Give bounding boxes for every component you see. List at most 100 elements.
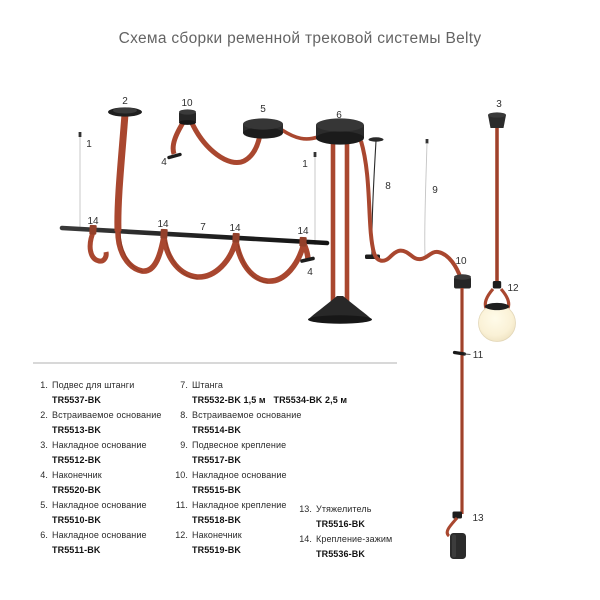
callout-9: 9 (432, 185, 438, 196)
callout-10-top: 10 (181, 98, 193, 109)
legend-item-2: 2. Встраиваемое основание TR5513-BK (33, 408, 173, 437)
item-number: 11. (175, 500, 188, 510)
item-name: Наконечник (192, 530, 242, 540)
cone-shade (308, 296, 372, 324)
legend-column-1: 1. Подвес для штанги TR5537-BK 2. Встраи… (33, 378, 173, 558)
legend-item-3: 3. Накладное основание TR5512-BK (33, 438, 173, 467)
track-rod (59, 225, 330, 246)
legend-column-3: 13. Утяжелитель TR5516-BK 14. Крепление-… (294, 502, 434, 562)
item-code: TR5537-BK (52, 394, 101, 405)
item-number: 14. (299, 534, 312, 544)
item-number: 7. (180, 380, 188, 390)
callout-1-left: 1 (86, 139, 92, 150)
item-number: 9. (180, 440, 188, 450)
item-code: TR5516-BK (316, 518, 365, 529)
item-name: Накладное крепление (192, 500, 287, 510)
legend-item-9: 9. Подвесное крепление TR5517-BK (169, 438, 369, 467)
item-number: 3. (40, 440, 48, 450)
item-name: Накладное основание (52, 440, 147, 450)
callout-11: 11 (473, 350, 484, 361)
canopy-3 (488, 112, 506, 128)
item-code: TR5518-BK (192, 514, 241, 525)
legend-item-1: 1. Подвес для штанги TR5537-BK (33, 378, 173, 407)
belt-canopy6-straps (330, 140, 463, 301)
callout-13: 13 (472, 513, 484, 524)
belt-clamps-on-rod (89, 224, 307, 247)
item-name: Встраиваемое основание (192, 410, 302, 420)
pendant-wire-9 (424, 139, 429, 256)
item-code: TR5515-BK (192, 484, 241, 495)
callout-4-rod: 4 (307, 267, 313, 278)
clamp-13-and-weight (445, 511, 466, 559)
item-number: 8. (180, 410, 188, 420)
item-code: TR5517-BK (192, 454, 241, 465)
canopy-5 (243, 118, 283, 139)
callout-14-a: 14 (87, 216, 99, 227)
rod-hanger-wire-left (78, 132, 82, 229)
canopy-10-top (179, 109, 196, 125)
item-code: TR5532-BK 1,5 м TR5534-BK 2,5 м (192, 394, 348, 405)
item-code: TR5513-BK (52, 424, 101, 435)
item-number: 4. (40, 470, 48, 480)
page-title: Схема сборки ременной трековой системы B… (118, 30, 482, 47)
item-name: Утяжелитель (316, 504, 372, 514)
item-code: TR5536-BK (316, 548, 365, 559)
callout-14-d: 14 (297, 226, 309, 237)
legend-item-6: 6. Накладное основание TR5511-BK (33, 528, 173, 557)
callout-7: 7 (200, 222, 206, 233)
item-number: 2. (40, 410, 48, 420)
legend-item-11: 11. Накладное крепление TR5518-BK (169, 498, 369, 527)
callout-14-b: 14 (157, 219, 169, 230)
item-code: TR5519-BK (192, 544, 241, 555)
legend-item-13: 13. Утяжелитель TR5516-BK (294, 502, 434, 531)
legend-item-8: 8. Встраиваемое основание TR5514-BK (169, 408, 369, 437)
base-10-right (454, 274, 471, 289)
item-name: Штанга (192, 380, 223, 390)
callout-5: 5 (260, 104, 266, 115)
item-code: TR5520-BK (52, 484, 101, 495)
legend-item-4: 4. Наконечник TR5520-BK (33, 468, 173, 497)
legend-column-2: 7. Штанга TR5532-BK 1,5 м TR5534-BK 2,5 … (169, 378, 369, 558)
item-name: Накладное основание (52, 500, 147, 510)
callout-1-right: 1 (302, 159, 308, 170)
canopy-2 (108, 107, 142, 117)
item-name: Встраиваемое основание (52, 410, 162, 420)
legend-separator (33, 362, 397, 364)
legend-item-10: 10. Накладное основание TR5515-BK (169, 468, 369, 497)
callout-6: 6 (336, 110, 342, 121)
item-number: 13. (299, 504, 312, 514)
canopy-6 (316, 118, 364, 145)
item-name: Подвес для штанги (52, 380, 135, 390)
item-number: 10. (175, 470, 188, 480)
legend-item-7: 7. Штанга TR5532-BK 1,5 м TR5534-BK 2,5 … (169, 378, 369, 407)
callout-3: 3 (496, 99, 502, 110)
callout-12: 12 (507, 283, 519, 294)
item-name: Накладное основание (192, 470, 287, 480)
item-name: Накладное основание (52, 530, 147, 540)
legend-item-14: 14. Крепление-зажим TR5536-BK (294, 532, 434, 561)
item-code: TR5514-BK (192, 424, 241, 435)
callout-labels: 1 2 10 4 5 6 1 8 9 3 14 14 7 14 14 4 10 … (86, 96, 519, 524)
item-number: 1. (40, 380, 48, 390)
item-number: 6. (40, 530, 48, 540)
callout-8: 8 (385, 181, 391, 192)
item-code: TR5511-BK (52, 544, 101, 555)
item-number: 12. (175, 530, 188, 540)
callout-4-left: 4 (161, 157, 167, 168)
ball-pendant (478, 281, 516, 342)
item-name: Крепление-зажим (316, 534, 393, 544)
item-number: 5. (40, 500, 48, 510)
legend-item-12: 12. Наконечник TR5519-BK (169, 528, 369, 557)
item-name: Наконечник (52, 470, 102, 480)
legend-item-5: 5. Накладное основание TR5510-BK (33, 498, 173, 527)
rod-hanger-wire-right (313, 152, 317, 245)
belt-from-canopy-2 (114, 113, 129, 232)
callout-2: 2 (122, 96, 128, 107)
clamp-11 (452, 350, 471, 356)
belt-swags (87, 227, 315, 284)
callout-10-right: 10 (455, 256, 467, 267)
item-code: TR5510-BK (52, 514, 101, 525)
item-name: Подвесное крепление (192, 440, 287, 450)
